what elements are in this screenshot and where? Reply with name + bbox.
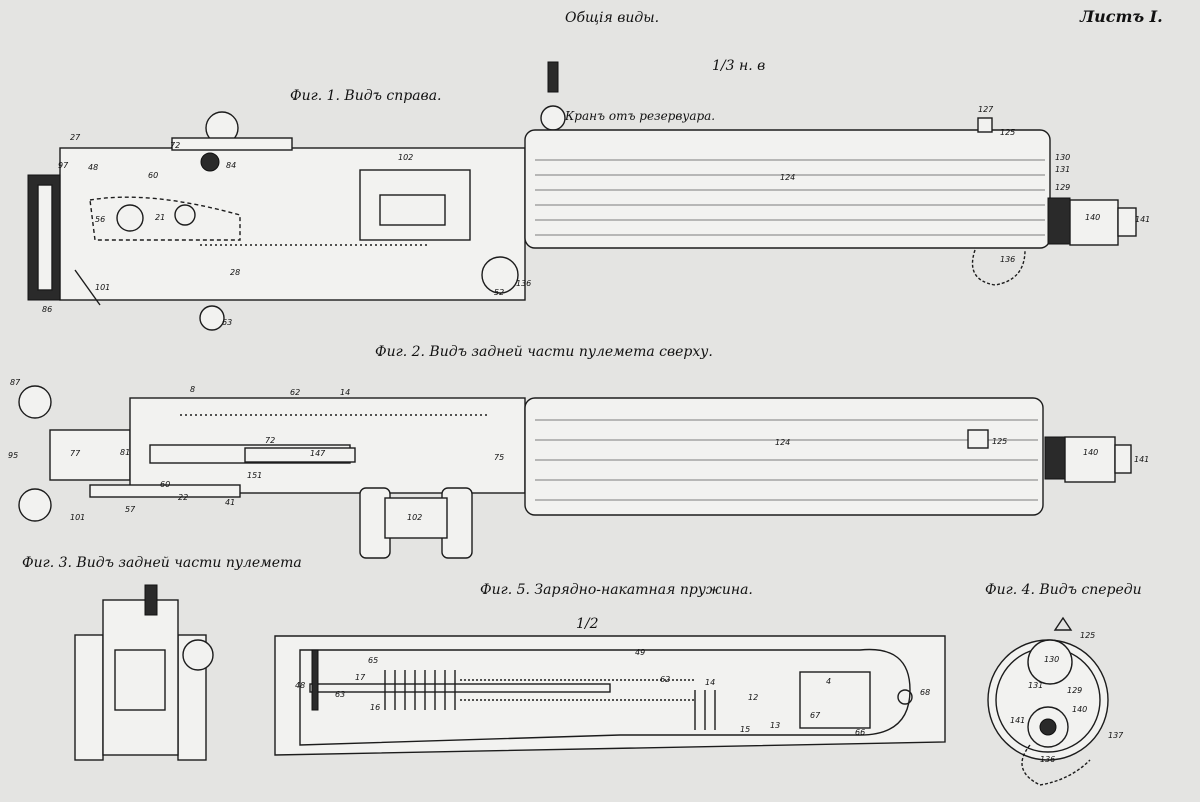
part-number-label: 14	[705, 678, 715, 687]
barrel-jacket-top	[524, 397, 1044, 516]
part-number-label: 13	[770, 721, 780, 730]
part-number-label: 101	[95, 283, 110, 292]
part-number-label: 22	[178, 493, 188, 502]
part-number-label: 72	[265, 436, 275, 445]
part-number-label: 56	[95, 215, 105, 224]
part-number-label: 141	[1135, 215, 1150, 224]
part-number-label: 137	[1108, 731, 1124, 740]
part-number-label: 84	[226, 161, 236, 170]
part-number-label: 136	[516, 279, 531, 288]
part-number-label: 68	[920, 688, 930, 697]
part-number-label: 131	[1055, 165, 1070, 174]
part-number-label: 130	[1044, 655, 1059, 664]
fig1-side-view: Фиг. 1. Видъ справа. Кранъ отъ резервуар…	[27, 61, 1137, 331]
part-number-label: 21	[155, 213, 165, 222]
part-number-label: 140	[1083, 448, 1098, 457]
fig5-scale: 1/2	[576, 616, 599, 632]
part-number-label: 16	[370, 703, 380, 712]
part-number-label: 129	[1055, 183, 1070, 192]
part-number-label: 52	[494, 288, 504, 297]
scale-main: 1/3 н. в	[712, 58, 765, 74]
part-number-label: 147	[310, 449, 326, 458]
part-number-label: 81	[120, 448, 130, 457]
part-number-label: 4	[826, 677, 831, 686]
part-number-label: 136	[1040, 755, 1055, 764]
sheet-title: Общія виды.	[565, 10, 659, 26]
fig2-caption: Фиг. 2. Видъ задней части пулемета сверх…	[375, 344, 713, 360]
fig5-caption: Фиг. 5. Зарядно-накатная пружина.	[480, 582, 753, 598]
part-number-label: 136	[1000, 255, 1015, 264]
part-number-label: 151	[247, 471, 262, 480]
part-number-label: 125	[1080, 631, 1095, 640]
part-number-label: 66	[855, 728, 865, 737]
part-number-label: 86	[42, 305, 52, 314]
part-number-label: 87	[10, 378, 21, 387]
part-number-label: 125	[992, 437, 1007, 446]
fig2-top-view: Фиг. 2. Видъ задней части пулемета сверх…	[18, 344, 1132, 559]
part-number-label: 57	[125, 505, 136, 514]
part-number-label: 62	[660, 675, 670, 684]
water-tap	[547, 61, 559, 93]
part-number-label: 125	[1000, 128, 1015, 137]
part-number-label: 28	[230, 268, 240, 277]
part-number-label: 12	[748, 693, 758, 702]
part-number-label: 75	[494, 453, 504, 462]
part-number-label: 124	[775, 438, 790, 447]
part-number-label: 77	[70, 449, 81, 458]
part-number-label: 97	[58, 161, 69, 170]
part-number-label: 140	[1085, 213, 1100, 222]
part-number-label: 27	[70, 133, 81, 142]
fig1-caption: Фиг. 1. Видъ справа.	[290, 88, 442, 104]
part-number-label: 141	[1010, 716, 1025, 725]
part-number-label: 60	[160, 480, 170, 489]
part-number-label: 95	[8, 451, 18, 460]
part-number-label: 65	[368, 656, 378, 665]
part-number-label: 102	[407, 513, 422, 522]
fig3-caption: Фиг. 3. Видъ задней части пулемета	[22, 555, 302, 571]
part-number-label: 63	[222, 318, 232, 327]
part-number-label: 72	[170, 141, 180, 150]
part-number-label: 67	[810, 711, 821, 720]
part-number-label: 14	[340, 388, 350, 397]
sheet-label: Листъ I.	[1079, 7, 1163, 26]
part-number-label: 8	[190, 385, 195, 394]
part-number-label: 60	[148, 171, 158, 180]
part-number-label: 141	[1134, 455, 1149, 464]
part-number-label: 124	[780, 173, 795, 182]
part-number-label: 101	[70, 513, 85, 522]
fig3-rear-view: Фиг. 3. Видъ задней части пулемета	[22, 555, 302, 761]
part-number-label: 129	[1067, 686, 1082, 695]
part-number-label: 15	[740, 725, 750, 734]
part-number-label: 41	[225, 498, 235, 507]
part-number-label: 63	[335, 690, 345, 699]
part-number-label: 49	[635, 648, 645, 657]
part-number-label: 130	[1055, 153, 1070, 162]
part-number-label: 17	[355, 673, 366, 682]
fig1-callout: Кранъ отъ резервуара.	[564, 109, 715, 123]
part-number-label: 131	[1028, 681, 1043, 690]
part-number-label: 62	[290, 388, 300, 397]
part-number-label: 127	[978, 105, 994, 114]
barrel-jacket	[524, 129, 1051, 249]
part-number-label: 140	[1072, 705, 1087, 714]
fig4-front-view: Фиг. 4. Видъ спереди	[985, 582, 1142, 786]
fig4-caption: Фиг. 4. Видъ спереди	[985, 582, 1142, 598]
part-number-label: 102	[398, 153, 413, 162]
fig5-spring: Фиг. 5. Зарядно-накатная пружина. 1/2	[274, 582, 946, 756]
part-number-label: 48	[295, 681, 305, 690]
part-number-label: 48	[88, 163, 98, 172]
